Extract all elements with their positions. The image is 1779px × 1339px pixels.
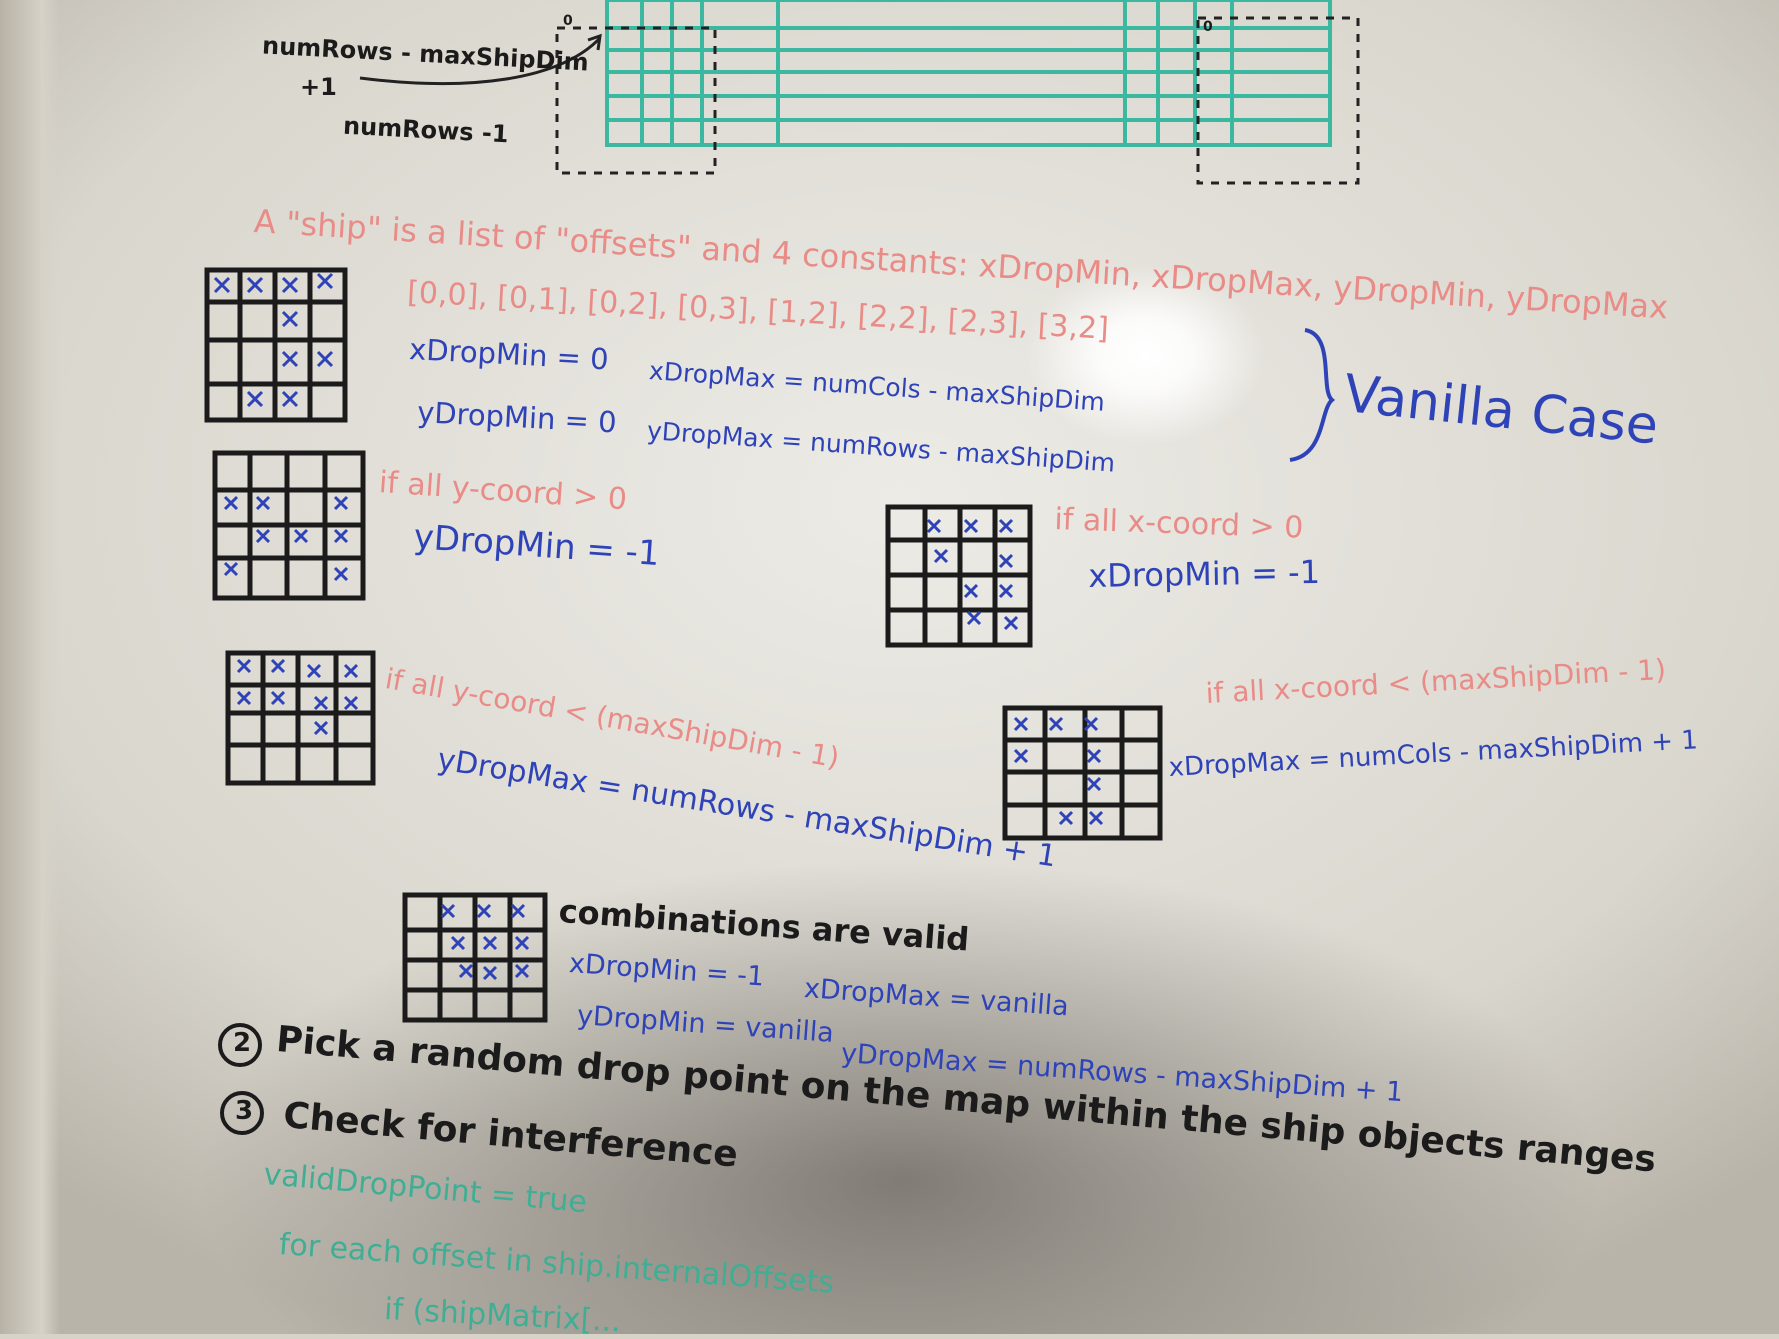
step-2-number: 2: [233, 1028, 252, 1058]
top-map-grid: [605, 0, 1332, 147]
step-3-circle: [220, 1091, 264, 1135]
grid-combo: [402, 892, 548, 1023]
grid-vanilla: [204, 267, 348, 423]
top-annotation-plus-one: +1: [300, 73, 337, 101]
grid-y-min: [212, 450, 366, 601]
annotation-arrow: [359, 36, 602, 86]
whiteboard-frame-edge: [0, 0, 60, 1334]
step-2-circle: [218, 1023, 262, 1067]
vanilla-brace: [1289, 328, 1336, 462]
grid-x-max: [1002, 705, 1163, 841]
offset-marks: [213, 272, 1104, 981]
x-min-result: xDropMin = -1: [1087, 552, 1321, 595]
grid-x-min: [885, 504, 1033, 648]
top-dashed-boxes: [555, 16, 1360, 185]
x-min-condition: if all x-coord > 0: [1053, 502, 1304, 546]
top-corner-label-left: 0: [563, 13, 573, 29]
top-corner-label-right: 0: [1203, 19, 1213, 35]
grid-y-max: [225, 650, 376, 786]
step-3-number: 3: [235, 1096, 254, 1126]
